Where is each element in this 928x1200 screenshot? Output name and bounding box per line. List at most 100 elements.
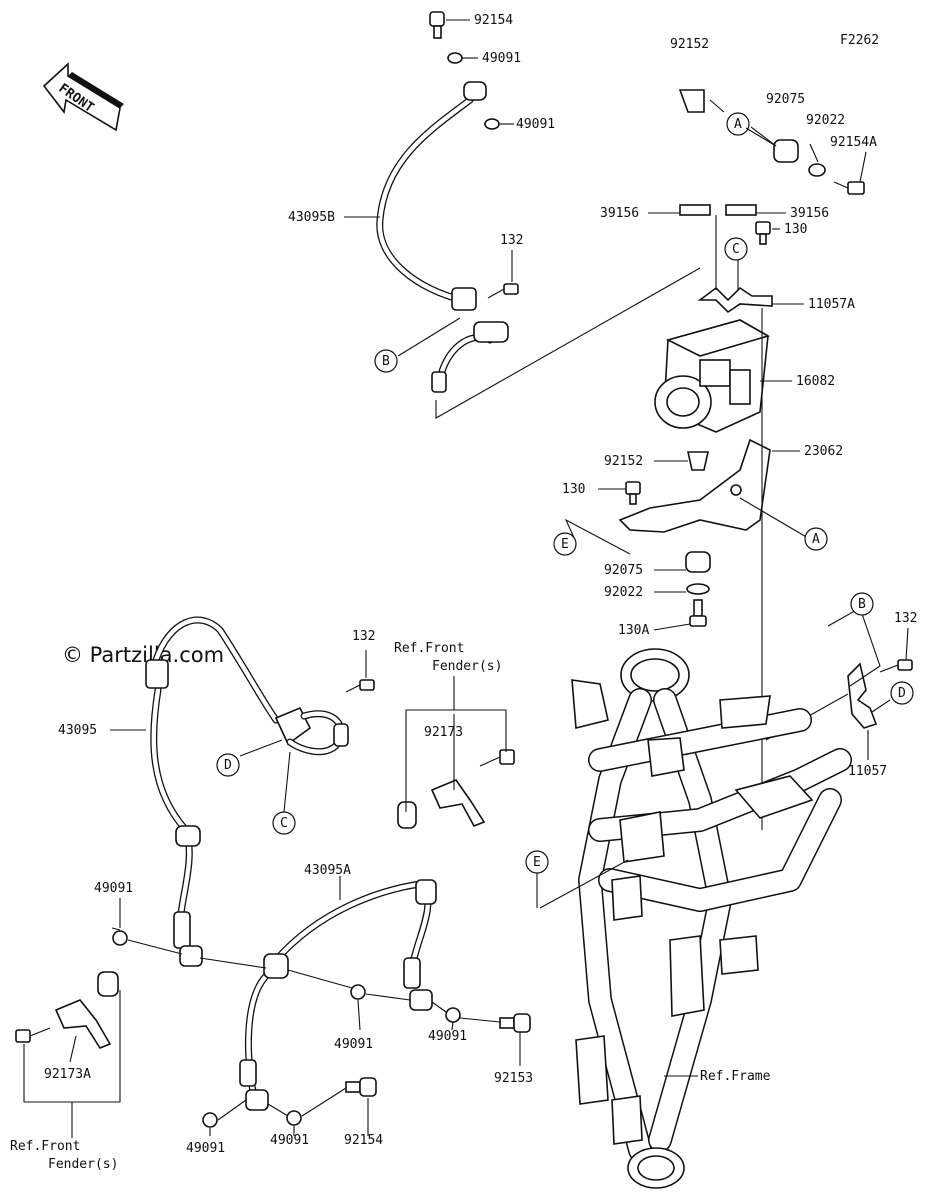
washer-icon: [350, 984, 366, 1000]
label-92152-top: 92152: [670, 37, 709, 52]
label-ref-frame: Ref.Frame: [700, 1069, 771, 1084]
callout-B-left: B: [374, 349, 398, 373]
brake-hose-43095A: [239, 879, 437, 1111]
callout-E-top: E: [553, 532, 577, 556]
abs-unit-icon: [654, 319, 771, 433]
label-ref-front-fender-bot-2: Fender(s): [48, 1157, 118, 1172]
label-92022-mid: 92022: [604, 585, 643, 600]
callout-B-right: B: [850, 592, 874, 616]
label-132-top: 132: [500, 233, 523, 248]
bolt-92154A-icon: [833, 181, 865, 195]
callout-D-right: D: [890, 681, 914, 705]
label-130A: 130A: [618, 623, 649, 638]
label-92075-top: 92075: [766, 92, 805, 107]
svg-text:E: E: [533, 855, 541, 870]
label-43095: 43095: [58, 723, 97, 738]
label-16082: 16082: [796, 374, 835, 389]
label-92173: 92173: [424, 725, 463, 740]
svg-text:E: E: [561, 537, 569, 552]
bolt-132-icon: [345, 679, 375, 693]
label-92154A: 92154A: [830, 135, 877, 150]
frame-icon: [571, 648, 852, 1189]
label-49091-e: 49091: [428, 1029, 467, 1044]
rubber-damper-icon: [685, 551, 711, 573]
washer-icon: [447, 52, 463, 64]
washer-icon: [286, 1110, 302, 1126]
label-130-top: 130: [784, 222, 807, 237]
label-39156-left: 39156: [600, 206, 639, 221]
rubber-damper-icon: [773, 139, 799, 163]
callout-C-top: C: [724, 237, 748, 261]
washer-icon: [484, 118, 500, 130]
callout-A-top: A: [726, 112, 750, 136]
callout-C-left: C: [272, 811, 296, 835]
figure-code: F2262: [840, 33, 879, 48]
callout-E-bot: E: [525, 850, 549, 874]
svg-text:D: D: [224, 758, 232, 773]
label-49091-b: 49091: [516, 117, 555, 132]
svg-text:B: B: [382, 354, 390, 369]
label-92173A: 92173A: [44, 1067, 91, 1082]
label-92153: 92153: [494, 1071, 533, 1086]
label-132-right: 132: [894, 611, 917, 626]
label-ref-front-fender-bot-1: Ref.Front: [10, 1139, 80, 1154]
svg-text:A: A: [734, 117, 742, 132]
bracket-23062-icon: [618, 438, 771, 533]
bolt-130-icon: [755, 221, 771, 245]
bolt-132-icon: [487, 283, 519, 299]
label-39156-right: 39156: [790, 206, 829, 221]
label-49091-a: 49091: [482, 51, 521, 66]
washer-icon: [112, 930, 128, 946]
bolt-130-icon: [625, 481, 641, 505]
grommet-icon: [687, 451, 709, 471]
front-arrow-icon: FRONT: [42, 62, 124, 132]
label-11057: 11057: [848, 764, 887, 779]
label-49091-g: 49091: [270, 1133, 309, 1148]
label-92022-top: 92022: [806, 113, 845, 128]
label-ref-front-fender-top-2: Fender(s): [432, 659, 502, 674]
label-23062: 23062: [804, 444, 843, 459]
spacer-39156-right-icon: [725, 204, 757, 216]
svg-text:D: D: [898, 686, 906, 701]
label-92075-mid: 92075: [604, 563, 643, 578]
hose-clamp-92173-icon: [397, 779, 486, 829]
bolt-130A-icon: [689, 599, 707, 627]
washer-icon: [445, 1007, 461, 1023]
callout-A-mid: A: [804, 527, 828, 551]
hose-clamp-92173A-icon: [54, 971, 119, 1049]
svg-text:A: A: [812, 532, 820, 547]
label-49091-f: 49091: [186, 1141, 225, 1156]
label-43095B: 43095B: [288, 210, 335, 225]
bolt-icon: [479, 749, 515, 767]
washer-icon: [808, 163, 826, 177]
label-11057A: 11057A: [808, 297, 855, 312]
brake-tee-fitting-icon: [274, 706, 349, 756]
svg-text:B: B: [858, 597, 866, 612]
brake-hose-43095: [145, 616, 280, 967]
label-130-mid: 130: [562, 482, 585, 497]
label-ref-front-fender-top-1: Ref.Front: [394, 641, 464, 656]
bracket-11057A-icon: [697, 286, 773, 314]
label-132-mid: 132: [352, 629, 375, 644]
bolt-132-icon: [879, 659, 913, 673]
bracket-11057-icon: [847, 662, 878, 729]
label-49091-c: 49091: [94, 881, 133, 896]
washer-icon: [202, 1112, 218, 1128]
watermark: © Partzilla.com: [62, 643, 224, 667]
label-92154-top: 92154: [474, 13, 513, 28]
svg-text:C: C: [732, 242, 740, 257]
label-49091-d: 49091: [334, 1037, 373, 1052]
brake-hose-43095B: [376, 81, 509, 393]
callout-D-left: D: [216, 753, 240, 777]
banjo-bolt-icon: [345, 1077, 377, 1097]
banjo-bolt-icon: [499, 1013, 531, 1033]
label-92154-bot: 92154: [344, 1133, 383, 1148]
svg-text:C: C: [280, 816, 288, 831]
spacer-39156-left-icon: [679, 204, 711, 216]
label-92152-mid: 92152: [604, 454, 643, 469]
bolt-icon: [15, 1027, 51, 1043]
banjo-bolt-icon: [429, 11, 445, 39]
grommet-icon: [678, 89, 705, 113]
washer-icon: [686, 583, 710, 595]
